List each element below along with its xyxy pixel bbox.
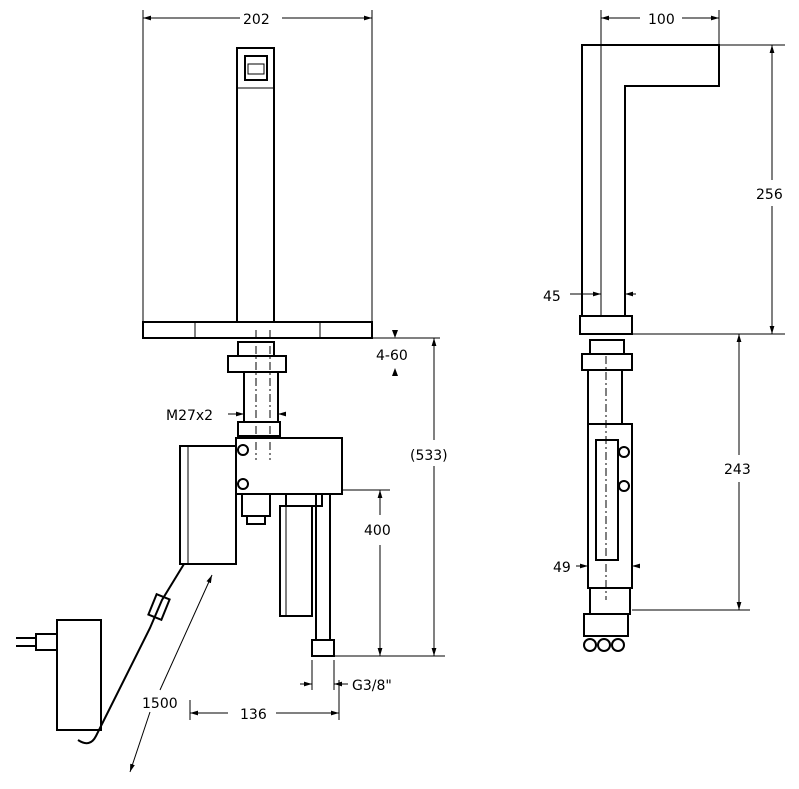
side-body <box>587 423 633 589</box>
threaded-stem <box>243 371 279 423</box>
dim-label-533: (533) <box>410 448 448 464</box>
front-view <box>16 47 373 745</box>
dim-label-202: 202 <box>243 12 270 28</box>
dim-label-100: 100 <box>648 12 675 28</box>
filter-cartridge <box>279 505 313 617</box>
dimensions <box>129 10 785 773</box>
dim-label-45: 45 <box>543 289 561 305</box>
side-view <box>579 44 720 652</box>
dim-label-243: 243 <box>724 462 751 478</box>
spout-side <box>581 44 720 317</box>
power-cable <box>77 563 185 745</box>
dim-label-400: 400 <box>364 523 391 539</box>
dim-label-136: 136 <box>240 707 267 723</box>
dim-label-256: 256 <box>756 187 783 203</box>
dim-label-49: 49 <box>553 560 571 576</box>
side-base <box>579 315 633 335</box>
sensor-window <box>244 55 268 81</box>
dim-label-m27x2: M27x2 <box>166 408 213 424</box>
dim-label-g3-8: G3/8" <box>352 678 392 694</box>
electronics-box <box>179 445 237 565</box>
dim-label-4-60: 4-60 <box>376 348 408 364</box>
power-adapter <box>56 619 102 731</box>
base-plate <box>142 321 373 339</box>
hose-connector <box>311 639 335 657</box>
control-box <box>235 437 343 495</box>
side-nut <box>581 353 633 371</box>
spout-column <box>236 47 275 323</box>
dim-label-1500: 1500 <box>142 696 178 712</box>
mounting-nut <box>227 355 287 373</box>
